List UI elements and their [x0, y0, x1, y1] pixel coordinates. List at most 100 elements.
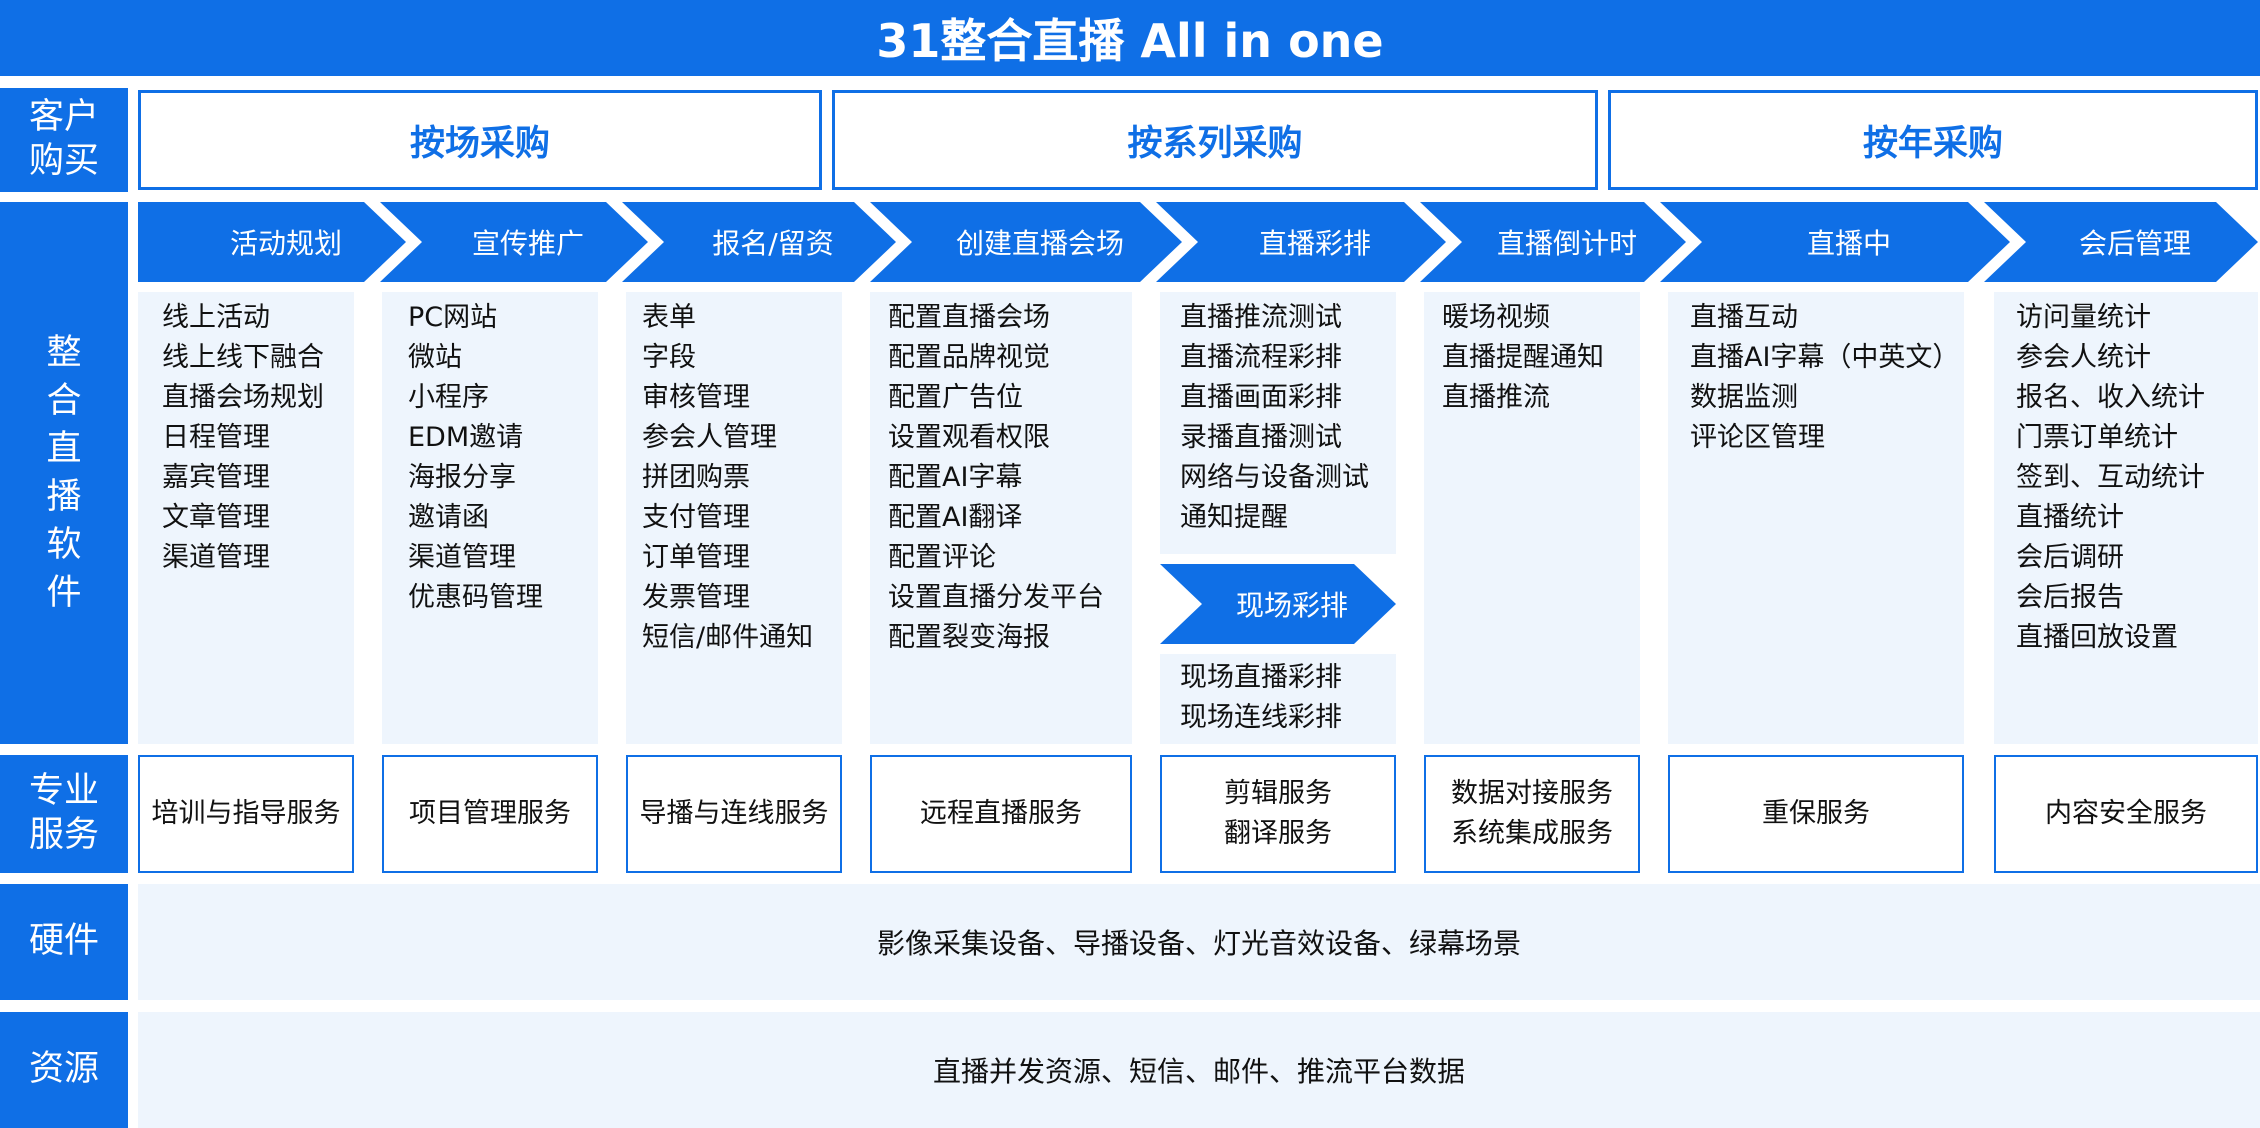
stage-column-create-venue: 配置直播会场 配置品牌视觉 配置广告位 设置观看权限 配置AI字幕 配置AI翻译… [870, 292, 1132, 744]
stage-label: 直播倒计时 [1496, 227, 1637, 260]
list-item: 直播推流 [1442, 382, 1550, 413]
service-label: 剪辑服务 [1224, 778, 1332, 809]
purchase-option-label: 按系列采购 [1127, 123, 1303, 164]
stage-label: 宣传推广 [471, 227, 584, 260]
list-item: 直播统计 [2016, 502, 2124, 533]
chevron-arrow-shape [380, 202, 648, 282]
software-char: 整 [46, 333, 82, 373]
list-item: 微站 [408, 342, 462, 373]
list-item: 配置评论 [888, 542, 996, 573]
list-item: 嘉宾管理 [162, 462, 270, 493]
list-item: 网络与设备测试 [1180, 462, 1369, 493]
list-item: 渠道管理 [162, 542, 270, 573]
list-item: 邀请函 [408, 502, 489, 533]
stage-column-promotion: PC网站 微站 小程序 EDM邀请 海报分享 邀请函 渠道管理 优惠码管理 [382, 292, 598, 744]
list-item: 线上线下融合 [162, 342, 324, 373]
service-label: 数据对接服务 [1451, 778, 1613, 809]
list-item: 数据监测 [1690, 382, 1798, 413]
chevron-arrow-shape [1156, 202, 1446, 282]
service-box-content-security: 内容安全服务 [1994, 755, 2258, 873]
list-item: 线上活动 [162, 302, 270, 333]
stage-item-list: 直播互动 直播AI字幕（中英文） 数据监测 评论区管理 [1690, 298, 1964, 458]
stage-column-countdown: 暖场视频 直播提醒通知 直播推流 [1424, 292, 1640, 744]
chevron-arrow-shape [622, 202, 896, 282]
resources-label-text: 资源 [28, 1049, 99, 1090]
service-label: 系统集成服务 [1451, 818, 1613, 849]
list-item: EDM邀请 [408, 422, 524, 453]
list-item: 短信/邮件通知 [642, 622, 814, 653]
resources-text: 直播并发资源、短信、邮件、推流平台数据 [932, 1055, 1465, 1088]
list-item: 直播回放设置 [2016, 622, 2178, 653]
service-box-assurance: 重保服务 [1668, 755, 1964, 873]
stage-chevron-countdown: 直播倒计时 [1420, 202, 1686, 282]
stage-item-list: 表单 字段 审核管理 参会人管理 拼团购票 支付管理 订单管理 发票管理 短信/… [642, 298, 842, 658]
list-item: 签到、互动统计 [2016, 462, 2205, 493]
stage-column-planning: 线上活动 线上线下融合 直播会场规划 日程管理 嘉宾管理 文章管理 渠道管理 [138, 292, 354, 744]
professional-services-text: 专业服务 [28, 771, 99, 855]
stage-item-list: 现场直播彩排 现场连线彩排 [1180, 658, 1396, 738]
chevron-arrow-shape [1160, 564, 1396, 644]
stage-column-rehearsal: 直播推流测试 直播流程彩排 直播画面彩排 录播直播测试 网络与设备测试 通知提醒 [1160, 292, 1396, 554]
list-item: PC网站 [408, 302, 498, 333]
purchase-option-per-event: 按场采购 [138, 90, 822, 190]
list-item: 参会人统计 [2016, 342, 2151, 373]
service-label: 重保服务 [1762, 798, 1870, 829]
stage-chevron-live: 直播中 [1660, 202, 2010, 282]
hardware-label-text: 硬件 [28, 921, 99, 962]
software-char: 播 [46, 477, 82, 517]
stage-item-list: PC网站 微站 小程序 EDM邀请 海报分享 邀请函 渠道管理 优惠码管理 [408, 298, 598, 618]
service-box-directing: 导播与连线服务 [626, 755, 842, 873]
list-item: 字段 [642, 342, 696, 373]
service-label: 翻译服务 [1224, 818, 1332, 849]
stage-chevron-rehearsal: 直播彩排 [1156, 202, 1446, 282]
list-item: 报名、收入统计 [2016, 382, 2205, 413]
purchase-option-label: 按场采购 [409, 123, 550, 164]
hardware-text: 影像采集设备、导播设备、灯光音效设备、绿幕场景 [876, 927, 1521, 960]
chevron-arrow-shape [870, 202, 1182, 282]
list-item: 日程管理 [162, 422, 270, 453]
sidebar-label-integrated-software: 整 合 直 播 软 件 [0, 202, 128, 744]
stage-item-list: 配置直播会场 配置品牌视觉 配置广告位 设置观看权限 配置AI字幕 配置AI翻译… [888, 298, 1132, 658]
service-label: 内容安全服务 [2045, 798, 2207, 829]
stage-label: 直播彩排 [1258, 227, 1371, 260]
list-item: 参会人管理 [642, 422, 777, 453]
service-label: 导播与连线服务 [639, 798, 829, 829]
chevron-arrow-shape [138, 202, 406, 282]
service-box-remote-live: 远程直播服务 [870, 755, 1132, 873]
stage-chevron-registration: 报名/留资 [622, 202, 896, 282]
stage-chevron-promotion: 宣传推广 [380, 202, 648, 282]
chevron-arrow-shape [1660, 202, 2010, 282]
stage-column-registration: 表单 字段 审核管理 参会人管理 拼团购票 支付管理 订单管理 发票管理 短信/… [626, 292, 842, 744]
list-item: 暖场视频 [1442, 302, 1550, 333]
list-item: 会后调研 [2016, 542, 2124, 573]
stage-item-list: 直播推流测试 直播流程彩排 直播画面彩排 录播直播测试 网络与设备测试 通知提醒 [1180, 298, 1396, 538]
page-title: 31整合直播 All in one [0, 0, 2260, 76]
stage-label: 直播中 [1806, 227, 1891, 260]
sidebar-label-resources: 资源 [0, 1012, 128, 1128]
list-item: 渠道管理 [408, 542, 516, 573]
list-item: 录播直播测试 [1180, 422, 1342, 453]
list-item: 门票订单统计 [2016, 422, 2178, 453]
stage-label: 现场彩排 [1235, 589, 1348, 622]
resources-band: 直播并发资源、短信、邮件、推流平台数据 [138, 1012, 2260, 1128]
service-label: 培训与指导服务 [151, 798, 341, 829]
list-item: 直播推流测试 [1180, 302, 1342, 333]
list-item: 配置裂变海报 [888, 622, 1050, 653]
list-item: 通知提醒 [1180, 502, 1288, 533]
list-item: 表单 [642, 302, 696, 333]
list-item: 订单管理 [642, 542, 750, 573]
stage-item-list: 暖场视频 直播提醒通知 直播推流 [1442, 298, 1640, 418]
stage-chevron-planning: 活动规划 [138, 202, 406, 282]
service-label: 项目管理服务 [409, 798, 571, 829]
service-box-training: 培训与指导服务 [138, 755, 354, 873]
stage-chevron-post-event: 会后管理 [1984, 202, 2258, 282]
service-box-editing-translation: 剪辑服务 翻译服务 [1160, 755, 1396, 873]
software-char: 件 [46, 573, 82, 613]
purchase-option-per-year: 按年采购 [1608, 90, 2258, 190]
stage-column-post-event: 访问量统计 参会人统计 报名、收入统计 门票订单统计 签到、互动统计 直播统计 … [1994, 292, 2258, 744]
list-item: 直播AI字幕（中英文） [1690, 342, 1960, 373]
service-box-project-management: 项目管理服务 [382, 755, 598, 873]
list-item: 评论区管理 [1690, 422, 1825, 453]
list-item: 海报分享 [408, 462, 516, 493]
software-char: 直 [46, 429, 82, 469]
